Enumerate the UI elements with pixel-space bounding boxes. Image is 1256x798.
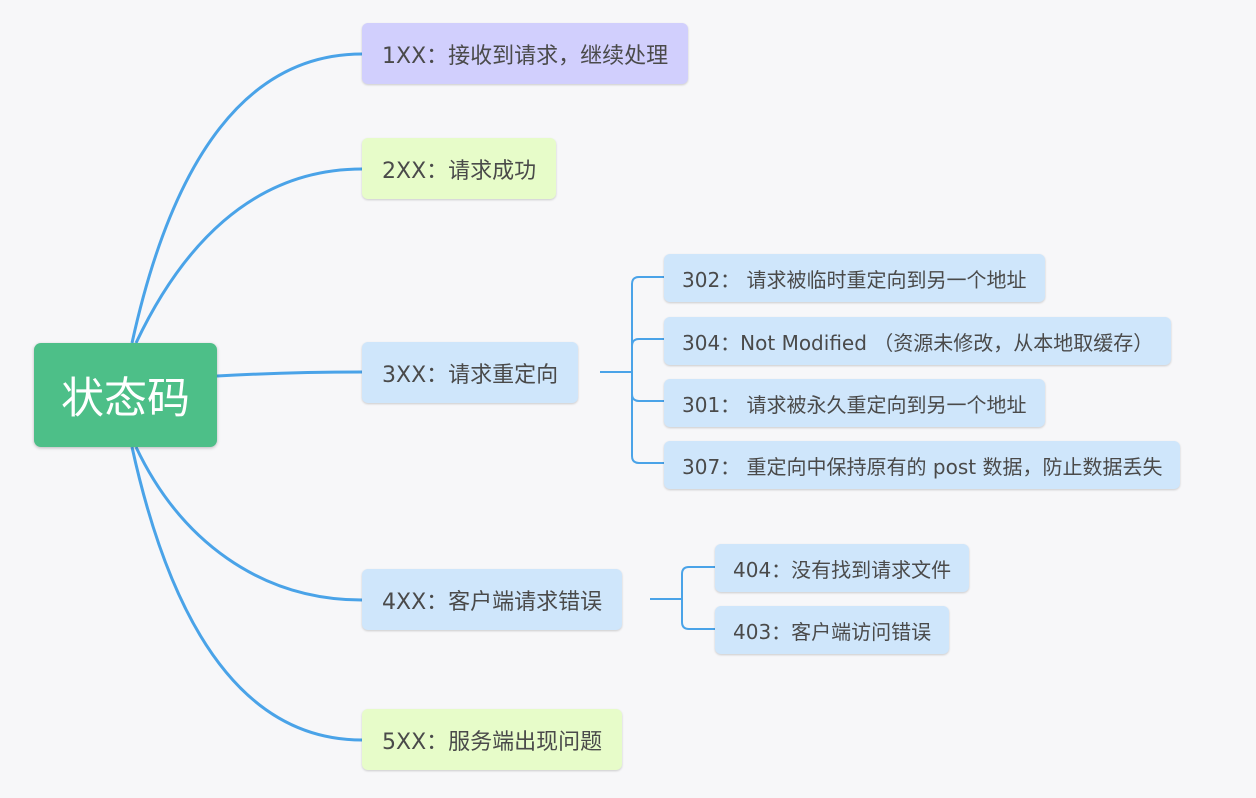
node-307[interactable]: 307： 重定向中保持原有的 post 数据，防止数据丢失: [664, 441, 1181, 489]
link-3xx-302: [631, 276, 664, 372]
node-302[interactable]: 302： 请求被临时重定向到另一个地址: [664, 254, 1045, 302]
node-4xx[interactable]: 4XX：客户端请求错误: [362, 569, 623, 630]
node-301[interactable]: 301： 请求被永久重定向到另一个地址: [664, 379, 1045, 427]
link-root-1xx: [130, 52, 363, 344]
node-403[interactable]: 403：客户端访问错误: [715, 606, 950, 654]
link-root-3xx: [216, 370, 363, 378]
link-root-5xx: [130, 446, 363, 742]
link-3xx-301: [631, 372, 664, 402]
link-root-2xx: [134, 167, 363, 344]
link-root-4xx: [134, 446, 363, 602]
root-node-status-code[interactable]: 状态码: [34, 343, 217, 447]
node-304[interactable]: 304：Not Modified （资源未修改，从本地取缓存）: [664, 317, 1172, 365]
link-4xx-404: [681, 566, 715, 599]
link-3xx-307: [631, 372, 664, 464]
node-3xx[interactable]: 3XX：请求重定向: [362, 342, 579, 403]
node-404[interactable]: 404：没有找到请求文件: [715, 544, 970, 592]
link-3xx-304: [631, 338, 664, 372]
node-2xx[interactable]: 2XX：请求成功: [362, 138, 557, 199]
node-5xx[interactable]: 5XX：服务端出现问题: [362, 709, 623, 770]
node-1xx[interactable]: 1XX：接收到请求，继续处理: [362, 23, 689, 84]
link-4xx-403: [681, 599, 715, 630]
